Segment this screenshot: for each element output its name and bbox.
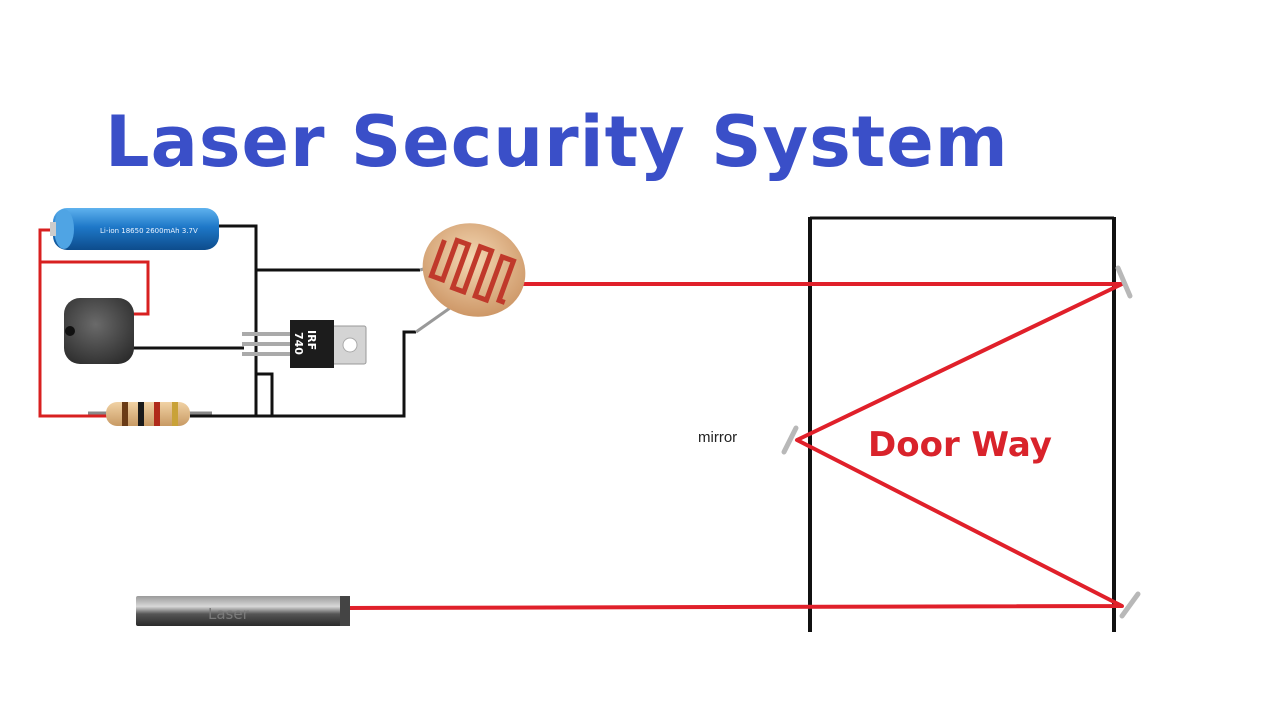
laser-label: Laser [208,605,250,623]
door-way-label: Door Way [868,425,1052,465]
mirror-icon [1119,591,1141,619]
transistor-label-line2: 740 [292,332,305,355]
laser-beam [347,282,1124,610]
mirror-label: mirror [698,429,738,446]
mirror-icon [1115,265,1133,299]
transistor-label-line1: IRF [305,330,318,350]
resistor-icon [88,402,212,426]
battery-icon: Li-ion 18650 2600mAh 3.7V [50,208,219,250]
page-title: Laser Security System [105,101,1009,183]
transistor-icon: IRF 740 [242,320,367,368]
ldr-icon [415,223,526,334]
mirror-icon [781,425,799,455]
buzzer-icon [64,298,134,364]
battery-label: Li-ion 18650 2600mAh 3.7V [100,227,198,235]
black-wires [130,224,420,418]
laser-pointer-icon: Laser [136,596,350,626]
